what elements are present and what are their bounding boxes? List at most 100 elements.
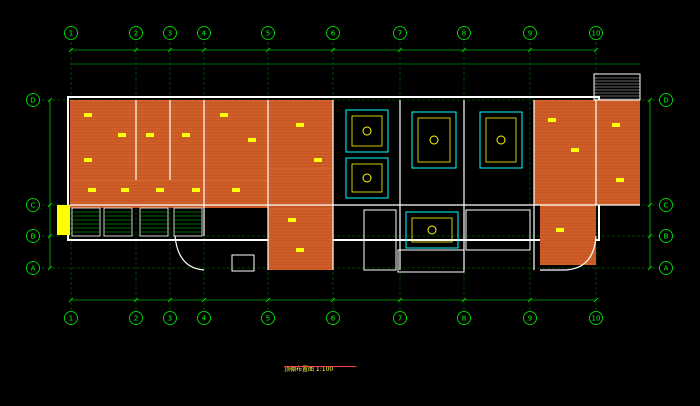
axis-bubble-label: B [31,233,36,241]
room-floor-corridor-left [70,180,268,208]
axis-bubble-label: D [663,97,668,105]
floor-plan-layer [57,73,641,273]
dimension-tick [461,47,467,53]
ceiling-lamp [616,178,624,182]
ceiling-light [429,135,439,145]
axis-bubble [26,93,40,107]
axis-bubble [261,26,275,40]
dimension-tick [461,297,467,303]
ceiling-lamp [232,188,240,192]
room-outline-lower [465,209,531,251]
dimension-tick [167,47,173,53]
axis-bubble-label: C [31,202,36,210]
ceiling-lamp [220,113,228,117]
ceiling-panel-2 [345,157,389,199]
dimension-tick [647,233,653,239]
axis-bubble [197,26,211,40]
axis-bubble-label: 2 [134,30,138,38]
dimension-tick [527,297,533,303]
axis-bubble [261,311,275,325]
room-floor-d [268,208,333,270]
axis-bubble-label: B [664,233,669,241]
stair-bay [139,207,169,237]
axis-bubble [589,311,603,325]
axis-bubble-label: 4 [202,30,207,38]
axis-bubble-label: 10 [592,30,601,38]
axis-bubble [197,311,211,325]
axis-bubble [457,26,471,40]
curved-wall-right [540,235,597,271]
axis-bubble [659,198,673,212]
axis-bubble-label: 3 [168,30,172,38]
axis-bubble-label: 8 [462,30,466,38]
axis-bubble [457,311,471,325]
stair-bay [71,207,101,237]
dimension-tick [265,297,271,303]
drawing-title-underline [284,366,356,367]
axis-bubble [523,26,537,40]
drawing-title: 顶棚布置图 1:100 [284,366,334,373]
axis-bubble-label: 9 [528,30,532,38]
axis-bubble [393,26,407,40]
dimension-tick [397,297,403,303]
axis-bubble-label: 5 [266,315,270,323]
ceiling-lamp [571,148,579,152]
ceiling-light [362,173,372,183]
dimension-tick [133,47,139,53]
entry-steps-left [231,254,255,272]
dimension-tick [167,297,173,303]
dimension-tick [47,265,53,271]
ceiling-panel-5-inner [411,217,453,243]
dimension-tick [593,297,599,303]
ceiling-panel-4 [479,111,523,169]
ceiling-light [362,126,372,136]
dimension-tick [68,297,74,303]
ceiling-light [496,135,506,145]
dimension-tick [47,233,53,239]
ceiling-panel-1 [345,109,389,153]
axis-bubble-label: 10 [592,315,601,323]
axis-bubble-label: 8 [462,315,466,323]
ceiling-lamp [288,218,296,222]
axis-bubble [163,311,177,325]
entrance-marker [57,205,70,235]
dimension-tick [647,265,653,271]
ceiling-panel-4-inner [485,117,517,163]
dimension-tick [330,47,336,53]
dimension-tick [593,47,599,53]
axis-bubble-label: 7 [398,315,402,323]
dimension-tick [265,47,271,53]
ceiling-lamp [146,133,154,137]
stair-bay [103,207,133,237]
axis-bubble-label: 5 [266,30,270,38]
ceiling-panel-3 [411,111,457,169]
ceiling-lamp [156,188,164,192]
axis-bubble-label: 3 [168,315,172,323]
ceiling-lamp [118,133,126,137]
axis-bubble-label: 9 [528,315,532,323]
room-outline-lower [363,209,397,271]
room-floor-e [534,100,596,205]
ceiling-panel-1-inner [351,115,383,147]
axis-bubble-label: 2 [134,315,138,323]
axis-bubble-label: 1 [69,315,73,323]
axis-bubble [659,261,673,275]
axis-bubble [26,198,40,212]
dimension-tick [47,97,53,103]
dimension-tick [201,297,207,303]
ceiling-panel-5 [405,211,459,249]
axis-bubble [326,311,340,325]
dimension-tick [647,97,653,103]
drawing-title-block: 顶棚布置图 1:100 [284,356,356,373]
ceiling-lamp [314,158,322,162]
axis-bubble-label: 7 [398,30,402,38]
ceiling-lamp [548,118,556,122]
axis-bubble [326,26,340,40]
room-floor-f [596,100,640,205]
curved-wall-left [174,235,205,271]
axis-bubble-label: 6 [331,30,336,38]
dimension-tick [527,47,533,53]
ceiling-lamp [556,228,564,232]
